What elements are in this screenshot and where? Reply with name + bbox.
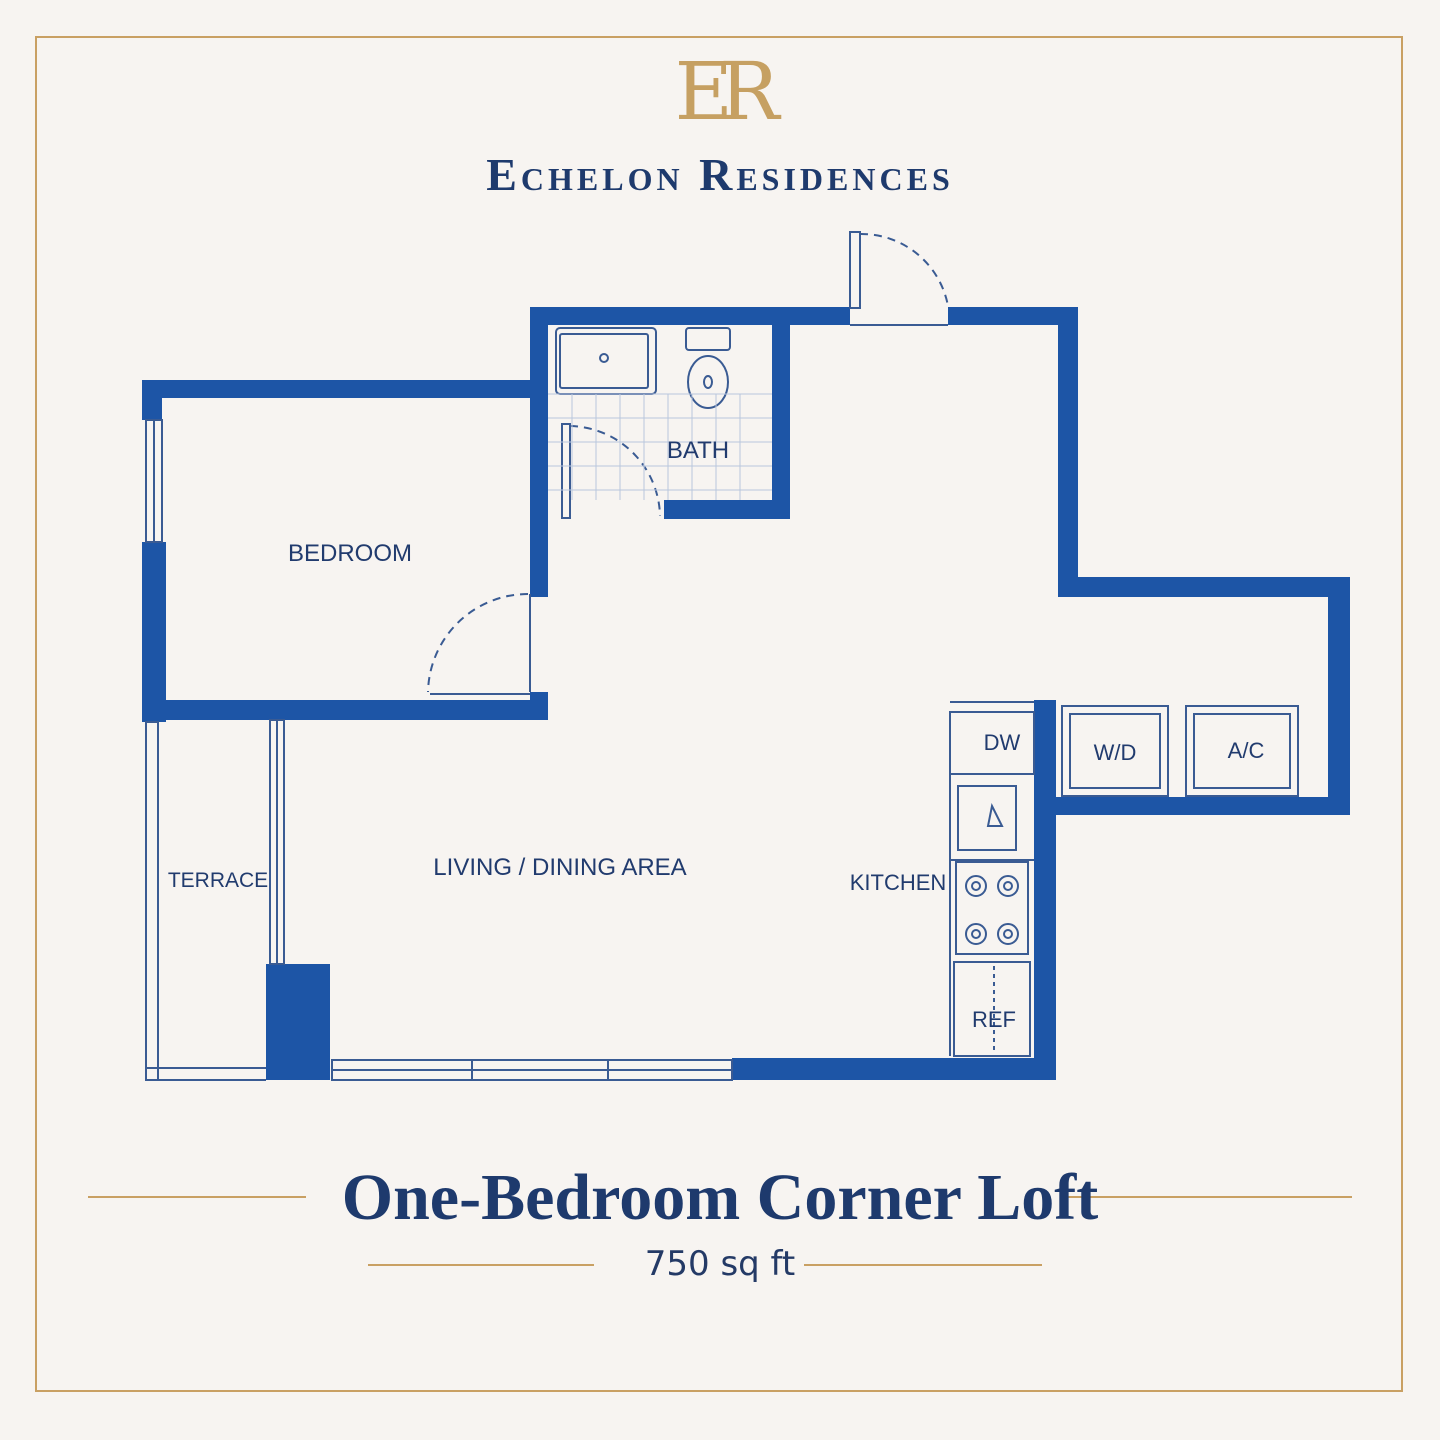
title-rule-right [1068,1196,1352,1198]
wall-bath-right [772,307,790,519]
label-bath: BATH [667,437,729,464]
entry-door-swing [859,232,949,307]
wall-top-bath [530,307,850,325]
area-rule-left [368,1264,594,1266]
wall-bedroom-right [530,692,548,720]
wall-right-lower [1034,700,1056,1080]
bath-tiles [548,393,772,500]
wall-top-right [948,307,1078,325]
area-rule-right [804,1264,1042,1266]
column [266,964,330,1080]
label-ac: A/C [1228,738,1265,763]
toilet-tank [685,327,731,351]
wall-bath-left [530,307,548,597]
monogram-logo: ER [674,45,780,138]
toilet-bowl [687,355,729,409]
walls [142,307,1350,1080]
wd-box [1061,705,1169,797]
wall-bedroom-top [142,380,532,398]
label-terrace: TERRACE [168,869,268,892]
label-bedroom: BEDROOM [288,540,412,567]
bedroom-door-swing [427,593,529,693]
wall-bump-top [1058,577,1350,597]
wall-bath-bottom [664,500,790,519]
cooktop [955,861,1029,955]
page-frame [35,36,1403,1392]
wall-right-upper [1058,307,1078,597]
wall-bedroom-bottom [142,700,548,720]
wall-bedroom-left2 [142,542,166,722]
wall-bottom [732,1058,1056,1080]
sink [957,785,1017,851]
brand-name: Echelon Residences [486,149,954,200]
terrace-edge [145,721,159,1081]
ref-box [953,961,1031,1057]
ac-box [1185,705,1299,797]
wall-bedroom-left [142,380,162,420]
label-ref: REF [972,1007,1016,1032]
title-rule-left [88,1196,306,1198]
unit-area: 750 sq ft [644,1244,796,1284]
dw-box [949,711,1035,775]
label-living: LIVING / DINING AREA [433,854,686,881]
unit-title: One-Bedroom Corner Loft [341,1161,1099,1234]
wall-bump-bottom [1036,797,1350,815]
label-dw: DW [984,730,1021,755]
label-kitchen: KITCHEN [850,870,947,895]
label-wd: W/D [1094,740,1137,765]
entry-door-leaf [849,231,861,309]
wall-bump-right [1328,577,1350,815]
